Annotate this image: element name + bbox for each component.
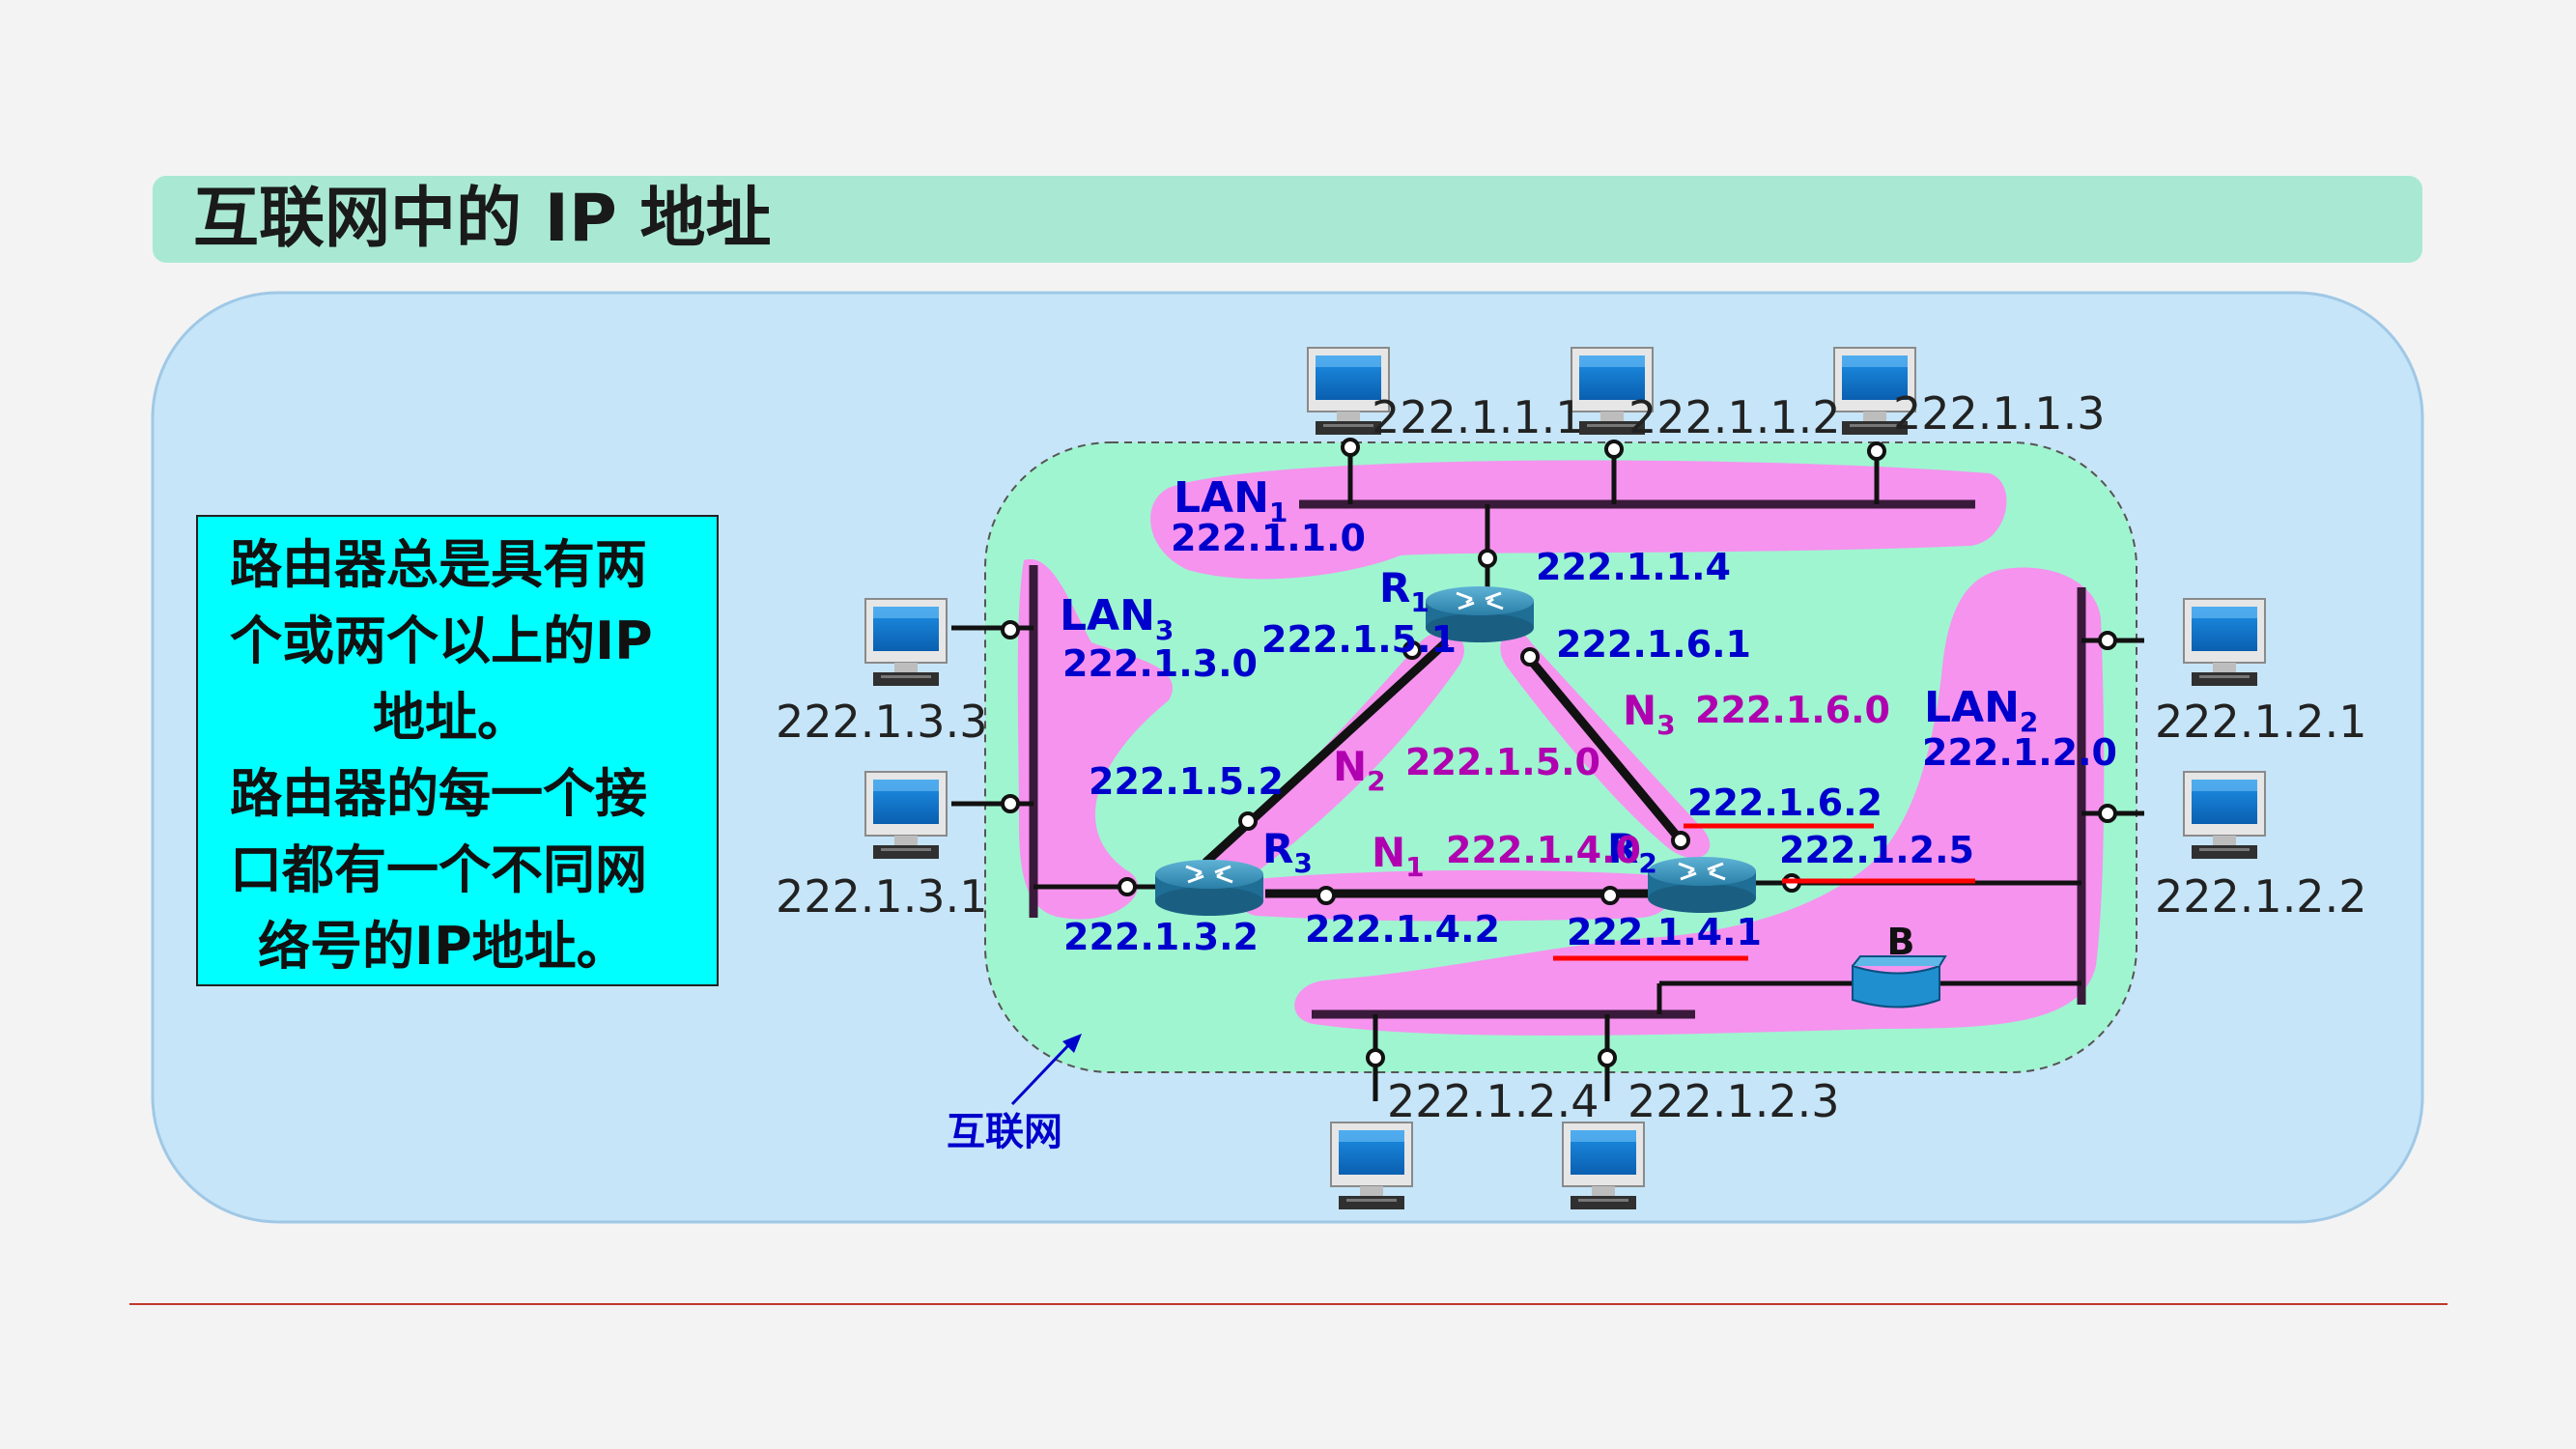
- r2-if-lan2: 222.1.2.5: [1779, 829, 1974, 871]
- n2-blob: [1188, 631, 1464, 902]
- host-222-1-2-2-icon: [2183, 771, 2266, 860]
- router-r3-icon: [1153, 858, 1265, 918]
- note-line: 地址。: [373, 687, 529, 748]
- lan2-name: LAN2: [1924, 683, 2038, 738]
- note-line: 路由器的每一个接: [230, 763, 647, 824]
- lan2-address: 222.1.2.0: [1922, 731, 2117, 774]
- r1-if-lan1: 222.1.1.4: [1536, 546, 1731, 588]
- lan3-blob: [1017, 558, 1173, 920]
- host-label: 222.1.3.3: [776, 696, 987, 748]
- router-r1-name: R1: [1379, 564, 1430, 618]
- lan3-name: LAN3: [1060, 591, 1174, 646]
- n2-name: N2: [1333, 743, 1386, 797]
- host-label: 222.1.2.3: [1628, 1075, 1839, 1127]
- host-label: 222.1.2.2: [2155, 870, 2366, 923]
- lan1-blob: [1150, 460, 2007, 580]
- note-box: 路由器总是具有两 个或两个以上的IP 地址。 路由器的每一个接 口都有一个不同网…: [196, 515, 719, 986]
- note-line: 口都有一个不同网: [230, 839, 647, 900]
- interface-points: [1001, 438, 2117, 1067]
- host-222-1-3-3-icon: [864, 598, 948, 687]
- r1-if-n3: 222.1.6.1: [1556, 623, 1751, 666]
- n1-address: 222.1.4.0: [1446, 829, 1641, 871]
- lan1-name: LAN1: [1174, 473, 1288, 528]
- host-label: 222.1.2.1: [2155, 696, 2366, 748]
- bridge-icon-top: [1852, 955, 1947, 967]
- router-r2-name: R2: [1607, 825, 1657, 879]
- host-label: 222.1.1.1: [1372, 391, 1583, 443]
- lan1-address: 222.1.1.0: [1171, 517, 1366, 559]
- n3-address: 222.1.6.0: [1695, 689, 1890, 731]
- host-222-1-2-3-icon: [1562, 1122, 1645, 1210]
- r3-if-lan3: 222.1.3.2: [1063, 916, 1259, 958]
- arrow-head-icon: [1062, 1034, 1082, 1053]
- note-line: 个或两个以上的IP: [230, 611, 653, 671]
- page-title: 互联网中的 IP 地址: [193, 181, 772, 257]
- r1-if-n2: 222.1.5.1: [1261, 618, 1457, 661]
- note-line: 路由器总是具有两: [230, 534, 647, 595]
- host-222-1-2-1-icon: [2183, 598, 2266, 687]
- n1-name: N1: [1372, 829, 1425, 883]
- host-label: 222.1.3.1: [776, 870, 987, 923]
- router-r3-name: R3: [1262, 825, 1313, 879]
- r2-if-n3: 222.1.6.2: [1687, 781, 1882, 824]
- bridge-icon: [1852, 964, 1940, 1009]
- host-222-1-3-1-icon: [864, 771, 948, 860]
- footer-divider: [129, 1303, 2448, 1305]
- n3-name: N3: [1623, 687, 1676, 741]
- bridge-label: B: [1887, 921, 1915, 963]
- r3-if-n1: 222.1.4.2: [1305, 908, 1500, 951]
- highlights: [1553, 823, 1975, 961]
- note-line: 络号的IP地址。: [258, 916, 629, 977]
- n2-address: 222.1.5.0: [1405, 741, 1600, 783]
- network-blobs: [1017, 460, 2105, 1036]
- host-label: 222.1.1.3: [1893, 387, 2105, 440]
- router-r2-icon: [1646, 855, 1758, 915]
- r2-if-n1: 222.1.4.1: [1567, 911, 1762, 953]
- host-label: 222.1.2.4: [1387, 1075, 1599, 1127]
- lan2-blob: [1294, 567, 2105, 1036]
- r3-if-n2: 222.1.5.2: [1089, 760, 1284, 803]
- host-222-1-2-4-icon: [1330, 1122, 1413, 1210]
- internet-label: 互联网: [947, 1110, 1062, 1154]
- lan3-address: 222.1.3.0: [1062, 642, 1258, 685]
- internet-arrow: [1010, 1039, 1074, 1106]
- host-label: 222.1.1.2: [1628, 391, 1840, 443]
- title-bar: [153, 176, 2422, 263]
